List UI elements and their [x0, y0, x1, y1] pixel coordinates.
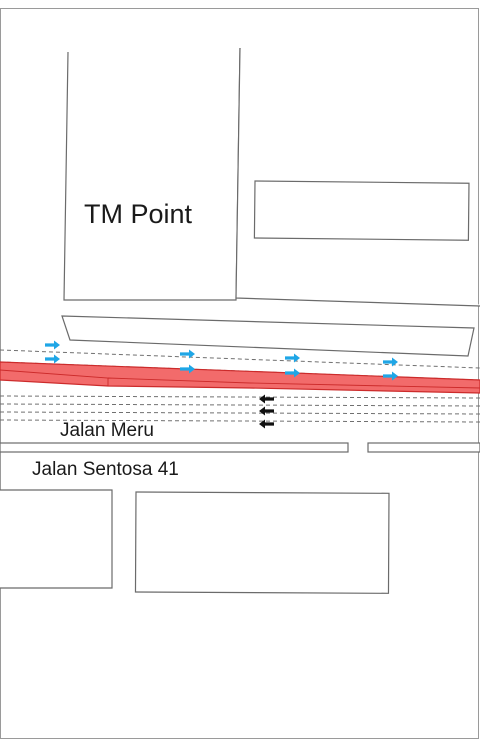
arrow-right-icon — [383, 357, 398, 367]
highlighted-corridor — [0, 361, 480, 394]
arrow-right-icon — [285, 353, 300, 363]
eastbound-arrows — [45, 340, 398, 381]
lane-line — [0, 419, 480, 423]
road-divider — [0, 442, 349, 453]
arrow-right-icon — [45, 354, 60, 364]
arrow-right-icon — [285, 368, 300, 378]
building-label: TM Point — [84, 199, 193, 229]
lane-line — [0, 403, 480, 407]
tm-point-lot-right — [235, 47, 480, 307]
arrow-left-icon — [259, 394, 274, 404]
road-label-jalan-meru: Jalan Meru — [60, 420, 154, 441]
lane-line — [0, 349, 480, 369]
lane-line — [0, 395, 480, 399]
arrow-left-icon — [259, 406, 274, 416]
lane-line — [0, 411, 480, 415]
arrow-left-icon — [259, 419, 274, 429]
arrow-right-icon — [383, 371, 398, 381]
westbound-arrows — [259, 394, 274, 429]
arrow-right-icon — [180, 364, 195, 374]
arrow-right-icon — [180, 349, 195, 359]
arrow-right-icon — [45, 340, 60, 350]
tm-point-lot-left — [63, 47, 241, 301]
road-island — [61, 315, 475, 357]
road-label-jalan-sentosa-41: Jalan Sentosa 41 — [32, 459, 179, 480]
lower-lot-left — [0, 489, 113, 589]
lower-lot-right — [134, 491, 390, 594]
tm-point-annex — [253, 180, 470, 241]
road-divider — [367, 442, 480, 453]
corridor-inner-edge — [0, 369, 480, 389]
